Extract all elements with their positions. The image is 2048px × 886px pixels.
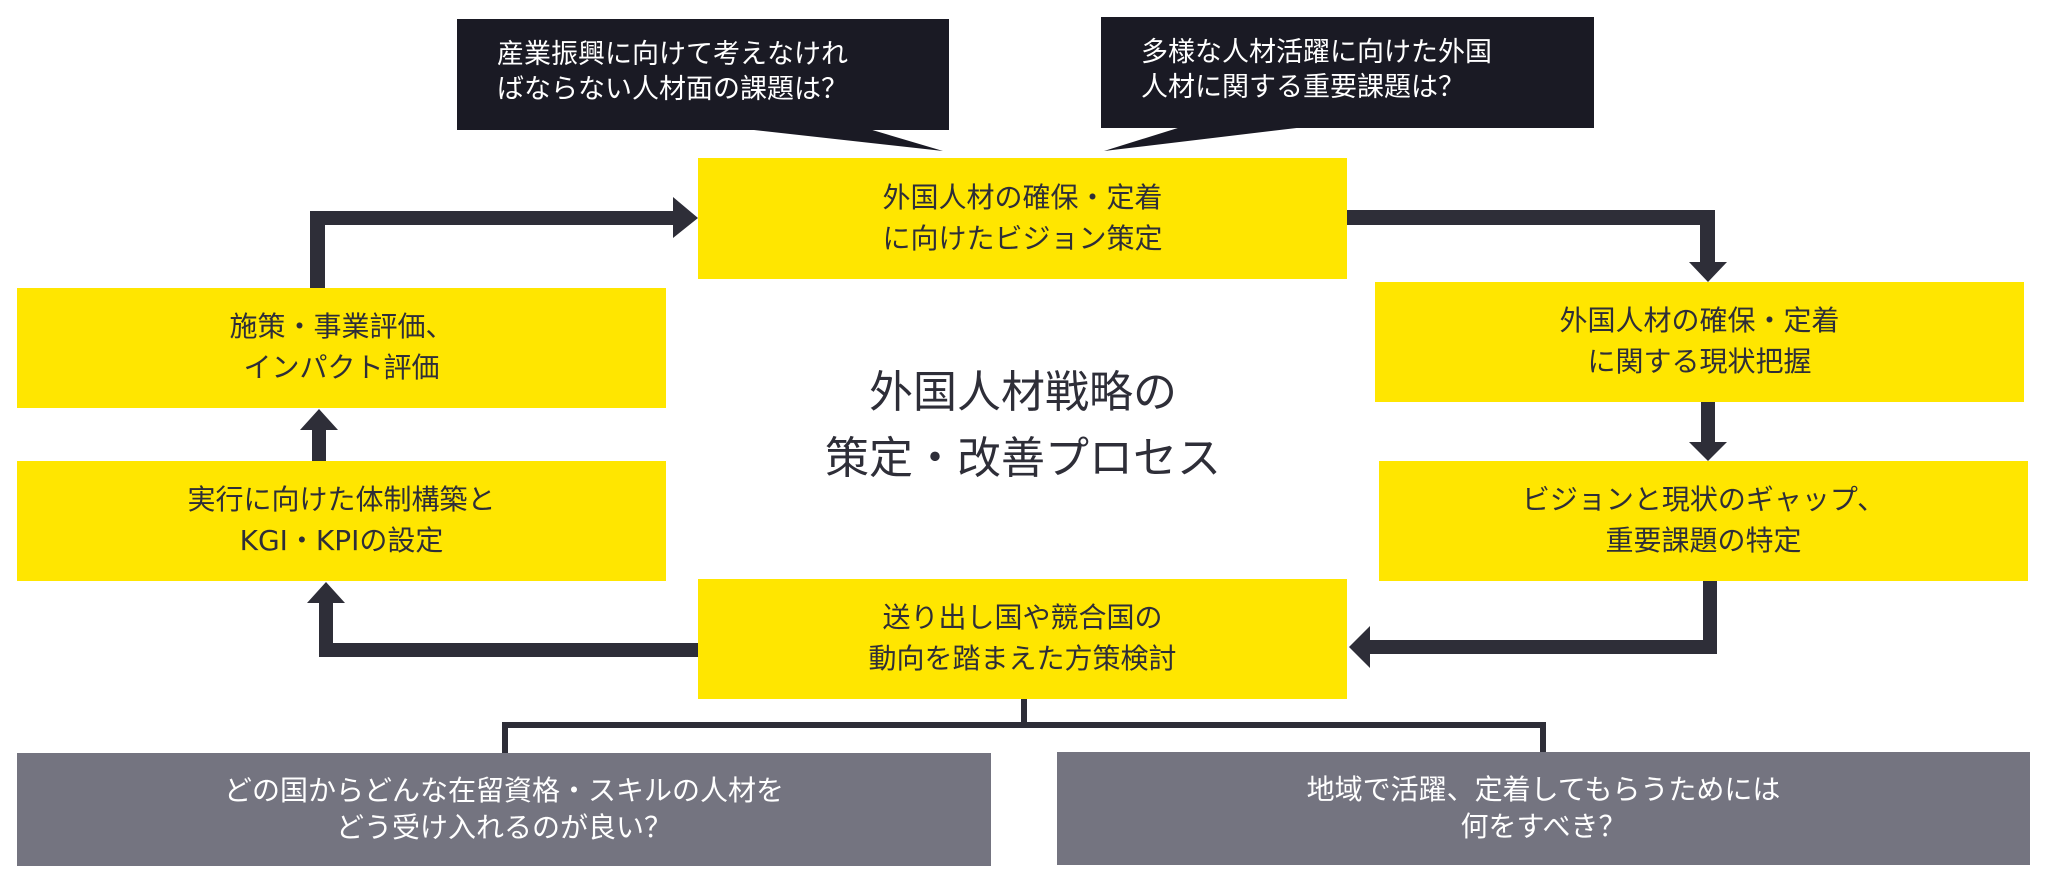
- arrow-structure-to-evaluation: [300, 409, 338, 462]
- step-structure: 実行に向けた体制構築と KGI・KPIの設定: [17, 461, 666, 581]
- step-vision: 外国人材の確保・定着に向けたビジョン策定: [698, 158, 1347, 279]
- step-text: に関する現状把握: [1587, 345, 1812, 378]
- step-text: 動向を踏まえた方策検討: [868, 642, 1177, 675]
- title-line: 策定・改善プロセス: [825, 433, 1221, 484]
- step-text: インパクト評価: [243, 351, 440, 384]
- step-text: 外国人材の確保・定着: [1559, 304, 1840, 338]
- arrow-gap-to-policy: [1349, 581, 1717, 668]
- arrow-current-state-to-gap: [1689, 402, 1727, 461]
- step-text: 外国人材の確保・定着: [882, 180, 1163, 214]
- title-line: 外国人材戦略の: [869, 367, 1177, 418]
- callout-tail-left: [745, 129, 943, 151]
- step-gap: ビジョンと現状のギャップ、重要課題の特定: [1379, 461, 2028, 581]
- step-current-state: 外国人材の確保・定着に関する現状把握: [1375, 282, 2024, 402]
- callout-text: ばならない人材面の課題は？: [497, 74, 848, 106]
- step-evaluation: 施策・事業評価、インパクト評価: [17, 288, 666, 408]
- step-text: 重要課題の特定: [1605, 524, 1802, 557]
- question-acceptance: どの国からどんな在留資格・スキルの人材をどう受け入れるのが良い？: [17, 753, 991, 866]
- arrow-evaluation-to-vision: [310, 197, 698, 288]
- callout-text: 産業振興に向けて考えなけれ: [497, 39, 848, 70]
- step-text: KGI・KPIの設定: [239, 524, 444, 557]
- callout-text: 人材に関する重要課題は？: [1141, 72, 1465, 104]
- step-policy: 送り出し国や競合国の動向を踏まえた方策検討: [698, 579, 1347, 699]
- diagram-title: 外国人材戦略の 策定・改善プロセス: [700, 360, 1346, 492]
- bracket-policy-to-questions: [502, 699, 1546, 753]
- question-text: どう受け入れるのが良い？: [335, 810, 672, 844]
- callout-industry-question: 産業振興に向けて考えなけれ ばならない人材面の課題は？: [457, 19, 949, 130]
- callout-tail-right: [1104, 127, 1305, 151]
- question-text: 何をすべき？: [1460, 809, 1627, 843]
- step-text: 実行に向けた体制構築と: [187, 483, 496, 517]
- callout-text: 多様な人材活躍に向けた外国: [1141, 37, 1492, 68]
- arrow-vision-to-current-state: [1347, 210, 1727, 282]
- step-text: 送り出し国や競合国の: [882, 601, 1163, 635]
- question-retention: 地域で活躍、定着してもらうためには何をすべき？: [1057, 752, 2030, 865]
- step-text: に向けたビジョン策定: [882, 221, 1163, 255]
- step-text: 施策・事業評価、: [229, 310, 454, 344]
- question-text: どの国からどんな在留資格・スキルの人材を: [223, 774, 784, 808]
- callout-diversity-question: 多様な人材活躍に向けた外国 人材に関する重要課題は？: [1101, 17, 1594, 128]
- arrow-policy-to-structure: [307, 582, 699, 657]
- step-text: ビジョンと現状のギャップ、: [1521, 483, 1886, 517]
- question-text: 地域で活躍、定着してもらうためには: [1306, 773, 1781, 807]
